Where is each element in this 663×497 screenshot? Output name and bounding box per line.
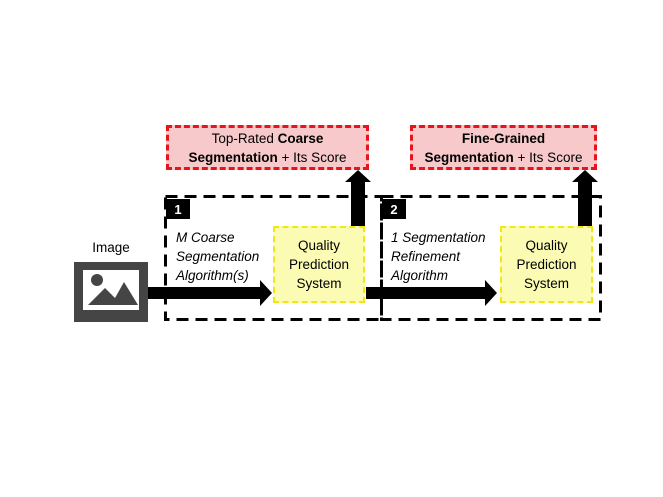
output1-line2-plain: + Its Score (277, 149, 347, 165)
arrow-quality2-to-output2 (572, 170, 598, 226)
stage1-algorithm-line: M Coarse (176, 230, 235, 245)
output1-line1-bold: Coarse (277, 130, 324, 146)
stage1-algorithm-line: Segmentation (176, 249, 260, 264)
stage2-algorithm-line: 1 Segmentation (391, 230, 486, 245)
stage2-algorithm-line: Refinement (391, 249, 461, 264)
output-box-coarse: Top-Rated Coarse Segmentation + Its Scor… (166, 125, 369, 170)
quality1-line: Prediction (288, 257, 350, 272)
stage2-algorithm-label: 1 Segmentation Refinement Algorithm (391, 228, 501, 285)
output-box-fine: Fine-Grained Segmentation + Its Score (410, 125, 597, 170)
stage1-container (164, 195, 383, 321)
output2-line2-plain: + Its Score (513, 149, 583, 165)
quality2-line: Quality (525, 238, 568, 253)
output2-line2-bold: Segmentation (424, 149, 514, 165)
stage1-number-badge: 1 (166, 199, 190, 219)
stage2-algorithm-line: Algorithm (391, 268, 449, 283)
arrow-quality1-to-output1 (345, 170, 371, 226)
quality-prediction-box-2: Quality Prediction System (500, 226, 593, 303)
arrow-image-to-quality1 (148, 280, 272, 306)
image-icon (74, 262, 148, 322)
quality1-line: Quality (297, 238, 340, 253)
quality1-line: System (296, 276, 342, 291)
stage1-algorithm-label: M Coarse Segmentation Algorithm(s) (176, 228, 276, 285)
stage1-algorithm-line: Algorithm(s) (176, 268, 249, 283)
image-label: Image (92, 240, 130, 255)
stage2-number-badge: 2 (382, 199, 406, 219)
quality-prediction-box-1: Quality Prediction System (273, 226, 365, 303)
quality2-line: Prediction (516, 257, 577, 272)
arrow-stage1-to-quality2 (366, 280, 497, 306)
output1-line1-plain: Top-Rated (211, 130, 278, 146)
output1-line2-bold: Segmentation (188, 149, 278, 165)
output2-line1-bold: Fine-Grained (461, 130, 546, 146)
quality2-line: System (523, 276, 569, 291)
